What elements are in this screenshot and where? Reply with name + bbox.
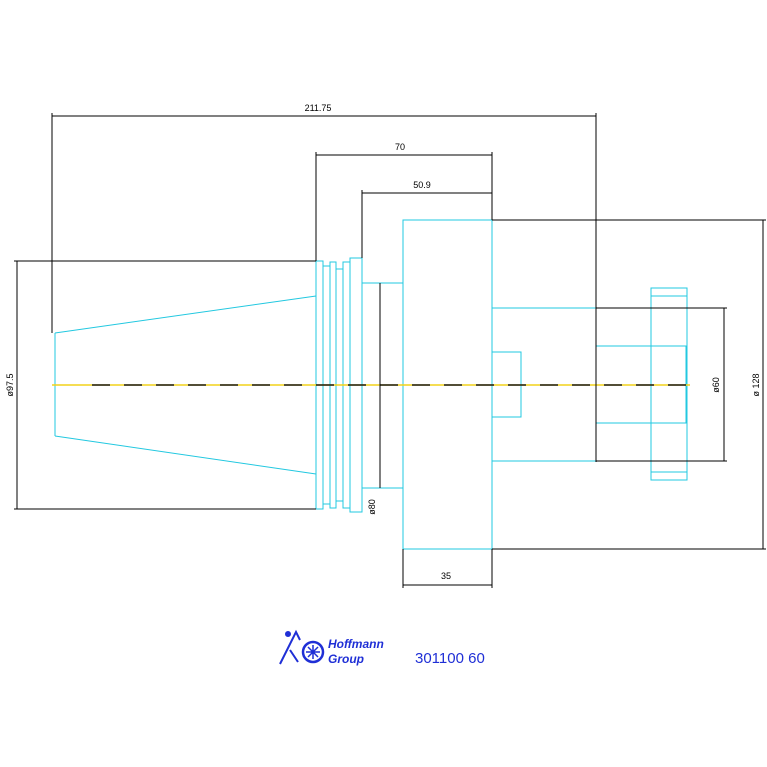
drive-ring: [650, 287, 688, 481]
label-length-50-9: 50.9: [413, 180, 431, 190]
label-length-70: 70: [395, 142, 405, 152]
part-number: 301100 60: [415, 650, 485, 667]
logo-figure-icon: [279, 629, 325, 665]
label-overall-length: 211.75: [305, 103, 332, 113]
label-dia-60: ø60: [711, 377, 721, 393]
taper-cone-bottom-edge: [54, 435, 317, 475]
logo-line1: Hoffmann: [328, 637, 384, 651]
logo-line2: Group: [328, 652, 364, 666]
taper-cone-top-edge: [54, 295, 317, 334]
label-flange-width: 35: [441, 571, 451, 581]
hoffmann-group-logo: Hoffmann Group: [279, 629, 384, 666]
label-dia-97-5: ø97.5: [5, 373, 15, 396]
label-dia-80: ø80: [367, 499, 377, 515]
dimension-lines: [14, 113, 766, 588]
label-dia-128: ø 128: [751, 373, 761, 396]
